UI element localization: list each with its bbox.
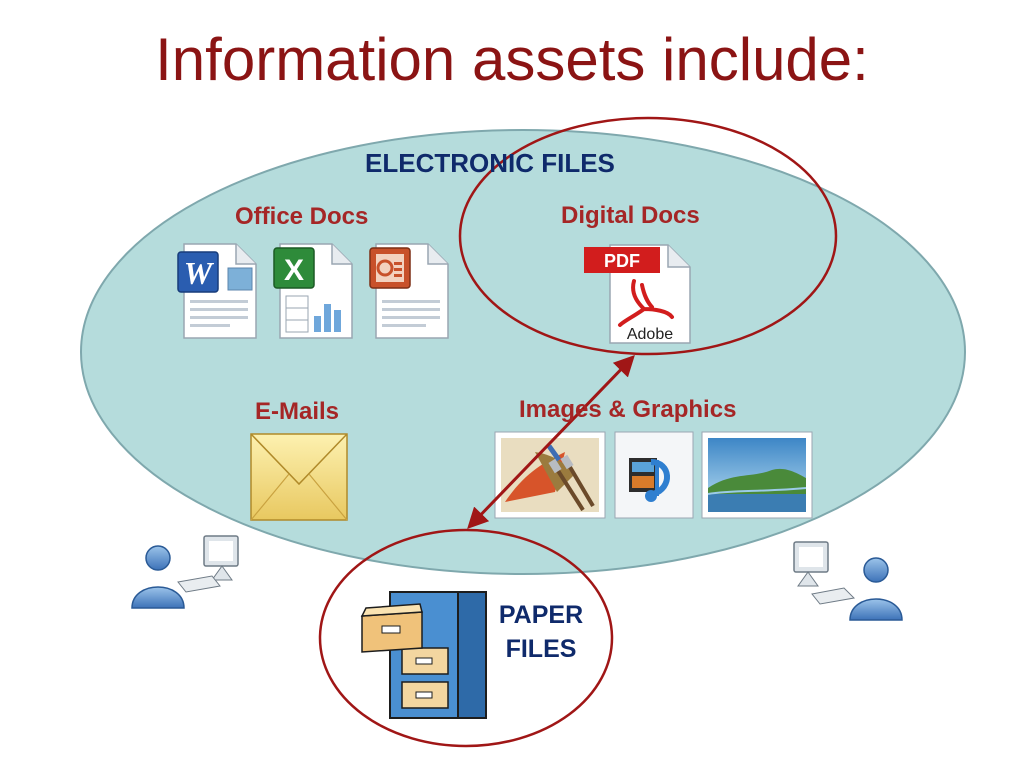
landscape-photo-icon [701, 431, 813, 519]
paper-files-line1: PAPER [498, 601, 584, 629]
envelope-icon [250, 433, 348, 521]
electronic-files-label: ELECTRONIC FILES [365, 148, 615, 178]
excel-letter: X [284, 254, 304, 287]
emails-label: E-Mails [255, 398, 340, 425]
relation-arrow [467, 354, 635, 530]
paper-files-line2: FILES [505, 635, 577, 663]
pdf-badge: PDF [604, 251, 640, 271]
office-docs-label: Office Docs [235, 203, 369, 230]
filing-cabinet-icon [360, 591, 487, 719]
powerpoint-doc-icon [369, 243, 449, 339]
images-graphics-label: Images & Graphics [519, 396, 737, 423]
word-letter: W [184, 255, 215, 291]
paper-files-circle [318, 528, 614, 748]
paper-files-label: PAPER FILES [488, 598, 594, 666]
pdf-doc-icon: PDF Adobe [584, 244, 691, 344]
media-file-icon [614, 431, 694, 519]
word-doc-icon: W [177, 243, 257, 339]
page-title: Information assets include: [155, 26, 869, 93]
user-computer-icon [131, 535, 239, 609]
digital-docs-circle [458, 116, 838, 356]
excel-doc-icon: X [273, 243, 353, 339]
user-computer-icon-right [793, 541, 903, 621]
digital-docs-label: Digital Docs [561, 202, 700, 229]
adobe-brand: Adobe [627, 326, 673, 343]
